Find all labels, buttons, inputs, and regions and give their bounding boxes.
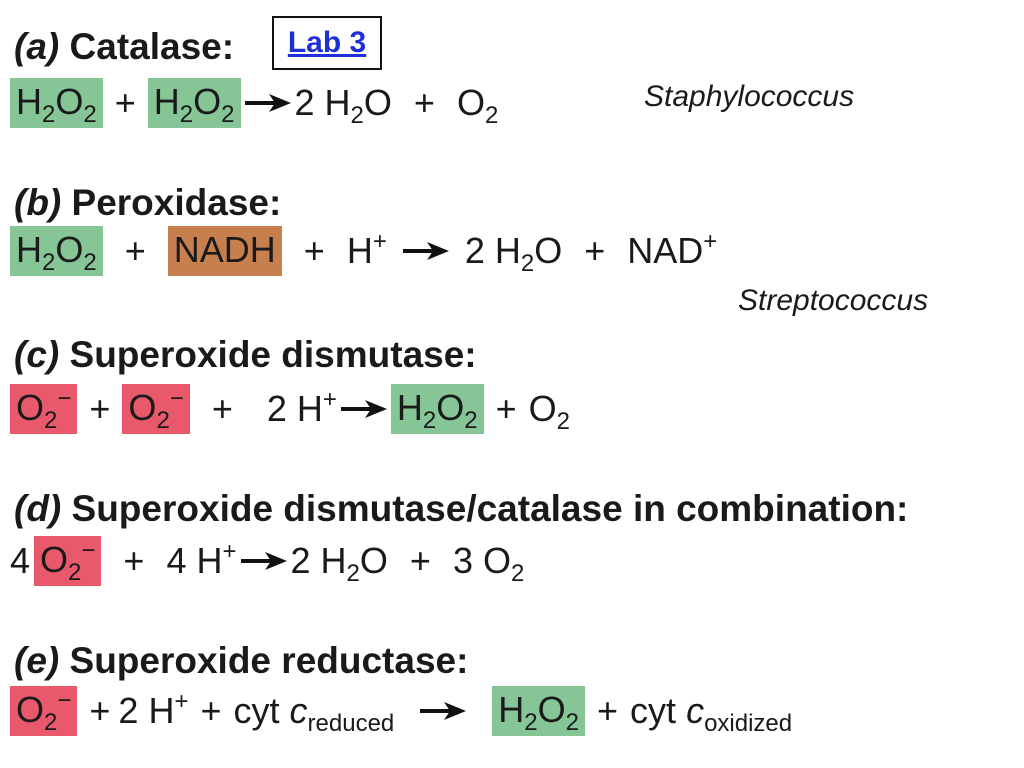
heading-superoxide-reductase: (e) Superoxide reductase: (14, 640, 468, 682)
equation-peroxidase: H2O2 + NADH + H+ 2 H2O + NAD+ (10, 226, 717, 276)
reactant-proton: H+ (346, 228, 387, 272)
product-cyt-c-oxidized: cyt coxidized (630, 690, 793, 737)
reaction-arrow-icon (402, 242, 449, 260)
title-combination: Superoxide dismutase/catalase in combina… (71, 488, 909, 529)
plus: + (200, 690, 222, 731)
plus: + (114, 82, 136, 123)
product-oxygen: 3 O2 (452, 540, 525, 587)
product-oxygen: O2 (456, 82, 499, 129)
reaction-arrow-icon (420, 702, 467, 720)
reactant-superoxide: O2− (34, 536, 102, 586)
heading-combination: (d) Superoxide dismutase/catalase in com… (14, 488, 908, 530)
reactant-protons: 2 H+ (266, 386, 337, 430)
plus: + (597, 690, 619, 731)
reaction-arrow-icon (240, 552, 287, 570)
reactant-protons: 4 H+ (166, 538, 237, 582)
heading-catalase: (a) Catalase: (14, 26, 234, 68)
label-d: (d) (14, 488, 62, 529)
equation-catalase: H2O2 + H2O2 2 H2O + O2 (10, 78, 498, 128)
reactant-superoxide-1: O2− (10, 384, 78, 434)
plus: + (409, 540, 431, 581)
plus: + (211, 388, 233, 429)
plus: + (584, 230, 606, 271)
title-catalase: Catalase: (69, 26, 235, 67)
heading-superoxide-dismutase: (c) Superoxide dismutase: (14, 334, 477, 376)
plus: + (89, 388, 111, 429)
plus: + (303, 230, 325, 271)
label-e: (e) (14, 640, 60, 681)
product-h2o2: H2O2 (492, 686, 585, 736)
lab-3-link[interactable]: Lab 3 (272, 16, 382, 70)
reaction-arrow-icon (340, 400, 387, 418)
equation-superoxide-reductase: O2− + 2 H+ + cyt creduced H2O2 + cyt cox… (10, 686, 792, 736)
plus: + (413, 82, 435, 123)
product-oxygen: O2 (528, 388, 571, 435)
equation-combination: 4 O2− + 4 H+ 2 H2O + 3 O2 (10, 536, 524, 586)
title-superoxide-reductase: Superoxide reductase: (69, 640, 469, 681)
reactant-protons: 2 H+ (118, 688, 189, 732)
reactant-superoxide-2: O2− (122, 384, 190, 434)
title-peroxidase: Peroxidase: (71, 182, 282, 223)
product-water: 2 H2O (290, 540, 388, 587)
product-nad: NAD+ (627, 228, 718, 272)
reactant-nadh: NADH (167, 226, 282, 276)
label-a: (a) (14, 26, 60, 67)
organism-staphylococcus: Staphylococcus (644, 80, 855, 113)
reactant-cyt-c-reduced: cyt creduced (233, 690, 395, 737)
product-h2o2: H2O2 (390, 384, 484, 434)
product-water: 2 H2O (464, 230, 563, 277)
title-superoxide-dismutase: Superoxide dismutase: (69, 334, 477, 375)
reactant-h2o2: H2O2 (10, 226, 103, 276)
plus: + (89, 690, 111, 731)
label-c: (c) (14, 334, 60, 375)
coefficient-4: 4 (10, 540, 31, 581)
plus: + (124, 230, 146, 271)
plus: + (123, 540, 145, 581)
label-b: (b) (14, 182, 62, 223)
reactant-h2o2-2: H2O2 (147, 78, 241, 128)
reactant-superoxide: O2− (10, 686, 78, 736)
plus: + (495, 388, 517, 429)
reaction-arrow-icon (244, 94, 291, 112)
organism-streptococcus: Streptococcus (738, 284, 929, 317)
heading-peroxidase: (b) Peroxidase: (14, 182, 281, 224)
equation-superoxide-dismutase: O2− + O2− + 2 H+ H2O2 + O2 (10, 384, 570, 434)
product-water: 2 H2O (294, 82, 392, 129)
reactant-h2o2-1: H2O2 (10, 78, 103, 128)
